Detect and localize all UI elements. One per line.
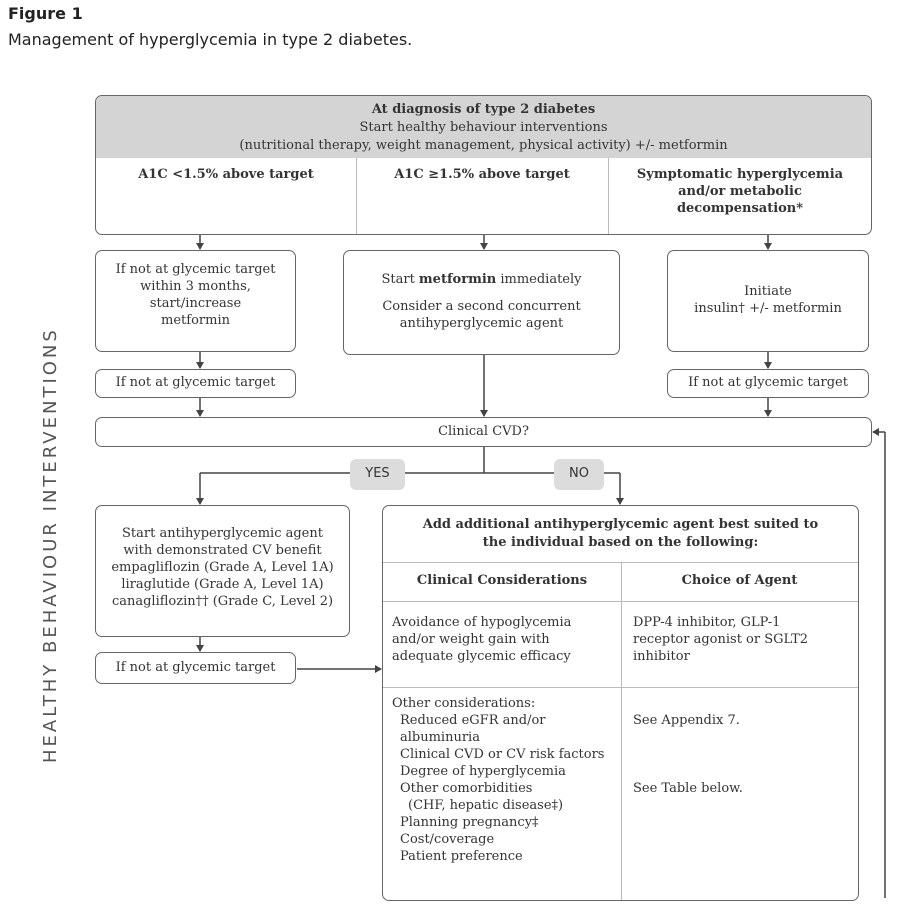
diagnosis-divider-1: [356, 158, 357, 234]
mid-box-metformin: metformin: [418, 272, 497, 287]
agent-column-divider: [621, 562, 622, 900]
initiate-insulin-box: Initiate insulin† +/- metformin: [667, 250, 869, 352]
agent-rule-2: [383, 601, 858, 602]
increase-metformin-box: If not at glycemic target within 3 month…: [95, 250, 296, 352]
start-metformin-box: Start metformin immediately Consider a s…: [343, 250, 620, 355]
row2-left-line3: albuminuria: [400, 730, 480, 745]
a1c-low-label: A1C <1.5% above target: [138, 167, 314, 182]
a1c-high-label: A1C ≥1.5% above target: [394, 167, 570, 182]
choice-of-agent-header: Choice of Agent: [681, 573, 798, 588]
cv-benefit-box: Start antihyperglycemic agent with demon…: [95, 505, 350, 637]
agent-rule-3: [383, 687, 858, 688]
left-box-line2: within 3 months,: [140, 279, 251, 294]
diagnosis-divider-2: [608, 158, 609, 234]
symptomatic-line3: decompensation*: [676, 201, 804, 216]
row2-left-line8: Planning pregnancy‡: [400, 815, 539, 830]
symptomatic-line1: Symptomatic hyperglycemia: [636, 167, 844, 182]
row1-considerations: Avoidance of hypoglycemia and/or weight …: [392, 614, 617, 665]
symptomatic-line2: and/or metabolic: [678, 184, 802, 199]
figure-label: Figure 1: [8, 4, 83, 23]
row2-left-line4: Clinical CVD or CV risk factors: [400, 747, 605, 762]
row2-left-line7: (CHF, hepatic disease‡): [408, 798, 564, 813]
row1-left-line3: adequate glycemic efficacy: [392, 649, 571, 664]
cv-box-line2: with demonstrated CV benefit: [123, 543, 322, 558]
mid-box-line1: Start metformin immediately: [344, 271, 619, 288]
agent-title-line2: the individual based on the following:: [482, 535, 759, 550]
row2-left-line2: Reduced eGFR and/or: [400, 713, 546, 728]
mid-box-line1-pre: Start: [381, 272, 419, 287]
row1-right-line1: DPP-4 inhibitor, GLP-1: [633, 615, 781, 630]
row2-left-line1: Other considerations:: [392, 696, 536, 711]
diagnosis-title: At diagnosis of type 2 diabetes: [371, 102, 596, 117]
symptomatic-label: Symptomatic hyperglycemia and/or metabol…: [608, 166, 871, 217]
lower-glycemic-target: If not at glycemic target: [95, 652, 296, 684]
diagnosis-header-band: [96, 96, 871, 158]
row2-left-line10: Patient preference: [400, 849, 523, 864]
diagnosis-line3: (nutritional therapy, weight management,…: [239, 138, 728, 153]
row1-right-line3: inhibitor: [633, 649, 690, 664]
agent-selection-box: Add additional antihyperglycemic agent b…: [382, 505, 859, 901]
diagnosis-box: At diagnosis of type 2 diabetes Start he…: [95, 95, 872, 235]
left-box-line4: metformin: [161, 313, 230, 328]
row2-appendix-ref: See Appendix 7.: [633, 713, 740, 728]
cv-box-line5: canagliflozin†† (Grade C, Level 2): [111, 594, 334, 609]
left-box-line3: start/increase: [149, 296, 242, 311]
yes-label: YES: [350, 459, 405, 490]
figure-caption: Management of hyperglycemia in type 2 di…: [8, 30, 413, 49]
row2-considerations: Other considerations: Reduced eGFR and/o…: [392, 695, 620, 865]
left-box-line1: If not at glycemic target: [115, 262, 276, 277]
cv-box-line4: liraglutide (Grade A, Level 1A): [121, 577, 324, 592]
row1-left-line2: and/or weight gain with: [392, 632, 550, 647]
cv-box-line3: empagliflozin (Grade A, Level 1A): [111, 560, 334, 575]
no-label: NO: [554, 459, 604, 490]
clinical-cvd-box: Clinical CVD?: [95, 417, 872, 447]
row2-table-ref: See Table below.: [633, 781, 743, 796]
right-box-line1: Initiate: [744, 284, 792, 299]
clinical-considerations-header: Clinical Considerations: [416, 573, 588, 588]
right-box-line2: insulin† +/- metformin: [694, 301, 842, 316]
mid-box-line1-post: immediately: [496, 272, 582, 287]
row1-agent: DPP-4 inhibitor, GLP-1 receptor agonist …: [633, 614, 855, 665]
row2-left-line5: Degree of hyperglycemia: [400, 764, 566, 779]
row1-right-line2: receptor agonist or SGLT2: [633, 632, 809, 647]
agent-title-line1: Add additional antihyperglycemic agent b…: [422, 517, 819, 532]
left-glycemic-target: If not at glycemic target: [95, 369, 296, 398]
row1-left-line1: Avoidance of hypoglycemia: [392, 615, 572, 630]
cv-box-line1: Start antihyperglycemic agent: [122, 526, 323, 541]
mid-box-line2: Consider a second concurrent: [382, 299, 581, 314]
row2-left-line9: Cost/coverage: [400, 832, 495, 847]
row2-left-line6: Other comorbidities: [400, 781, 533, 796]
mid-box-line3: antihyperglycemic agent: [399, 316, 564, 331]
diagnosis-line2: Start healthy behaviour interventions: [359, 120, 608, 135]
right-glycemic-target: If not at glycemic target: [667, 369, 869, 398]
agent-rule-1: [383, 562, 858, 563]
